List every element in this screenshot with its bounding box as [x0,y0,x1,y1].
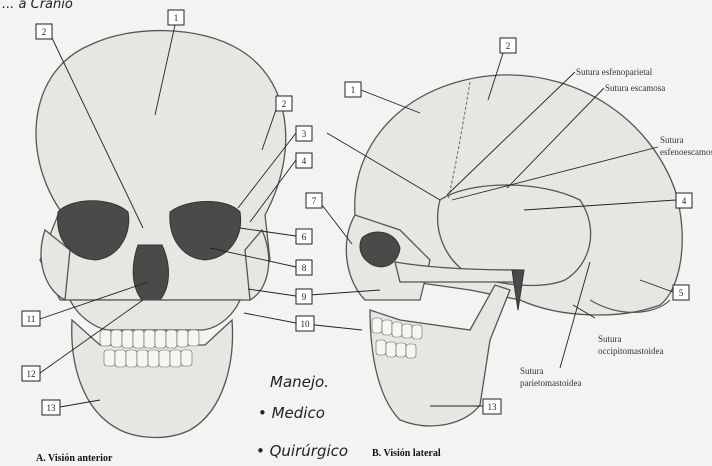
label-sutura-occipitomastoidea-2: occipitomastoidea [598,346,663,356]
svg-text:13: 13 [47,403,57,413]
box-anterior-13: 13 [42,400,60,415]
box-lateral-2: 2 [500,38,516,53]
label-sutura-esfenoescamosa-2: esfenoescamosa [660,147,712,157]
box-anterior-6: 6 [296,229,312,244]
box-anterior-10: 10 [296,316,314,331]
svg-text:7: 7 [312,196,317,206]
box-anterior-2b: 2 [276,96,292,111]
box-lateral-5: 5 [673,285,689,300]
corner-handwriting: ... a Cranio [2,0,73,12]
caption-lateral: B. Visión lateral [372,448,441,459]
svg-text:2: 2 [42,27,47,37]
box-anterior-2: 2 [36,24,52,39]
label-sutura-occipitomastoidea-1: Sutura [598,334,622,344]
svg-text:8: 8 [302,263,307,273]
box-anterior-1: 1 [168,10,184,25]
svg-text:1: 1 [351,85,356,95]
svg-text:5: 5 [679,288,684,298]
svg-text:12: 12 [27,369,36,379]
svg-text:10: 10 [301,319,311,329]
box-lateral-4: 4 [676,193,692,208]
box-anterior-8: 8 [296,260,312,275]
svg-text:4: 4 [302,156,307,166]
svg-text:3: 3 [302,129,307,139]
box-lateral-1: 1 [345,82,361,97]
lateral-skull [346,75,682,426]
handwriting-quirurgico: • Quirúrgico [256,442,348,460]
handwriting-manejo: Manejo. [270,373,329,391]
svg-text:4: 4 [682,196,687,206]
handwriting-medico: • Medico [258,404,325,422]
svg-text:2: 2 [506,41,511,51]
svg-text:6: 6 [302,232,307,242]
box-lateral-13: 13 [483,399,501,414]
svg-text:13: 13 [488,402,498,412]
caption-anterior: A. Visión anterior [36,453,113,464]
box-lateral-7: 7 [306,193,322,208]
label-sutura-esfenoescamosa-1: Sutura [660,135,684,145]
label-sutura-parietomastoidea-1: Sutura [520,366,544,376]
box-anterior-12: 12 [22,366,40,381]
svg-text:2: 2 [282,99,287,109]
svg-text:11: 11 [27,314,36,324]
handwritten-notes: Manejo. • Medico • Quirúrgico [256,373,348,460]
svg-text:1: 1 [174,13,179,23]
box-anterior-11: 11 [22,311,40,326]
label-sutura-parietomastoidea-2: parietomastoidea [520,378,581,388]
svg-text:9: 9 [302,292,307,302]
box-anterior-4: 4 [296,153,312,168]
box-anterior-3: 3 [296,126,312,141]
box-anterior-9: 9 [296,289,312,304]
anterior-skull [36,31,286,438]
label-sutura-esfenoparietal: Sutura esfenoparietal [576,67,653,77]
label-sutura-escamosa: Sutura escamosa [605,83,665,93]
